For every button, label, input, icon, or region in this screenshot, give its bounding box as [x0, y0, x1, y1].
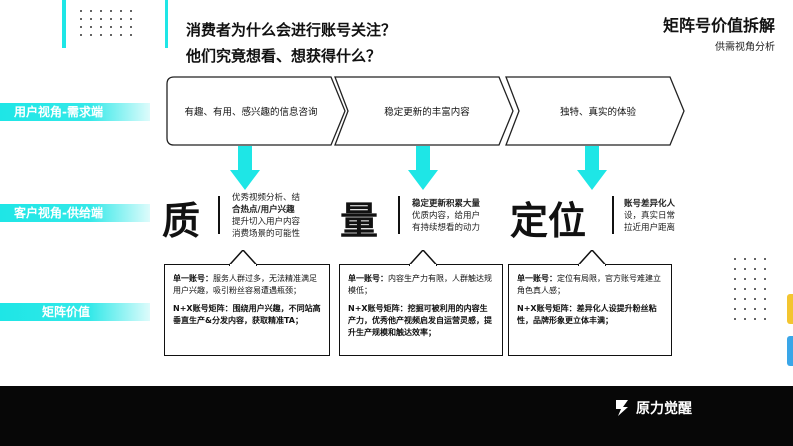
footer-bar	[0, 386, 793, 446]
divider-line	[398, 196, 400, 234]
dot-grid-footer	[746, 382, 778, 384]
demand-band	[0, 103, 150, 121]
question-line-2: 他们究竟想看、想获得什么？	[186, 47, 382, 65]
supply-char-quality: 质	[162, 199, 201, 243]
demand-step-3-label: 独特、真实的体验	[559, 107, 636, 118]
value-row-label: 矩阵价值	[42, 305, 91, 319]
brand-logo: 原力觉醒	[614, 398, 692, 418]
supply-desc-quality: 优秀视频分析、结 合热点/用户兴趣 提升切入用户内容 消费场景的可能性	[232, 192, 312, 240]
accent-bar-left	[165, 0, 168, 48]
desc-line: 设，真实日常	[624, 211, 676, 221]
supply-row-label: 客户视角-供给端	[14, 206, 103, 220]
question-line-1: 消费者为什么会进行账号关注？	[186, 21, 397, 39]
side-tab-blue	[787, 336, 793, 366]
value-matrix: N+X账号矩阵：围绕用户兴趣，不同站高垂直生产&分发内容，获取精准TA；	[173, 303, 321, 327]
page-subtitle: 供需视角分析	[715, 42, 775, 53]
desc-line: 稳定更新积累大量	[412, 199, 481, 209]
single-account-label: 单一账号：	[348, 274, 388, 283]
matrix-account-text: 挖掘可被利用的内容生产力，优秀他产视频启发自运营灵感，提升生产规模和触达效率；	[348, 304, 492, 337]
supply-char-quantity: 量	[340, 199, 379, 243]
bolt-logo-icon	[616, 400, 628, 416]
value-single: 单一账号：服务人群过多，无法精准满足用户兴趣，吸引粉丝容易遭遇瓶颈；	[173, 273, 321, 297]
value-box-quality: 单一账号：服务人群过多，无法精准满足用户兴趣，吸引粉丝容易遭遇瓶颈； N+X账号…	[164, 264, 330, 356]
notch-pointer	[578, 250, 606, 266]
desc-line: 提升切入用户内容	[232, 217, 301, 227]
chevron-shape	[505, 76, 685, 146]
matrix-account-text: 围绕用户兴趣，不同站高垂直生产&分发内容，获取精准TA；	[173, 304, 321, 325]
matrix-account-label: N+X账号矩阵：	[348, 304, 408, 313]
side-tab-yellow	[787, 294, 793, 324]
desc-line: 优秀视频分析、结	[232, 193, 301, 203]
supply-desc-quantity: 稳定更新积累大量 优质内容，给用户 有持续想看的动力	[412, 198, 498, 234]
supply-band	[0, 204, 150, 222]
dot-grid-right	[734, 258, 766, 320]
desc-line: 优质内容，给用户	[412, 211, 481, 221]
demand-step-3: 独特、真实的体验	[505, 76, 685, 146]
notch-pointer	[409, 250, 437, 266]
value-band	[0, 303, 150, 321]
single-account-label: 单一账号：	[517, 274, 557, 283]
supply-desc-positioning: 账号差异化人 设，真实日常 拉近用户距离	[624, 198, 688, 234]
value-single: 单一账号：定位有局限，官方账号难建立角色真人感；	[517, 273, 663, 297]
desc-line: 账号差异化人	[624, 199, 676, 209]
supply-char-positioning: 定位	[510, 199, 587, 243]
single-account-label: 单一账号：	[173, 274, 213, 283]
chevron-shape	[166, 76, 346, 146]
matrix-account-text: 差异化人设提升粉丝粘性，品牌形象更立体丰满；	[517, 304, 657, 325]
matrix-account-label: N+X账号矩阵：	[517, 304, 577, 313]
demand-step-1-label: 有趣、有用、感兴趣的信息咨询	[184, 107, 318, 118]
desc-line: 合热点/用户兴趣	[232, 205, 295, 215]
page-title: 矩阵号价值拆解	[662, 16, 775, 35]
notch-pointer	[229, 250, 257, 266]
demand-row-label: 用户视角-需求端	[14, 105, 103, 119]
brand-logo-text: 原力觉醒	[636, 401, 692, 417]
matrix-account-label: N+X账号矩阵：	[173, 304, 233, 313]
down-arrow-icon	[408, 146, 438, 190]
accent-bar-top-left	[62, 0, 66, 48]
divider-line	[612, 196, 614, 234]
value-matrix: N+X账号矩阵：差异化人设提升粉丝粘性，品牌形象更立体丰满；	[517, 303, 663, 327]
divider-line	[218, 196, 220, 234]
demand-step-2: 稳定更新的丰富内容	[334, 76, 514, 146]
chevron-shape	[334, 76, 514, 146]
demand-step-2-label: 稳定更新的丰富内容	[384, 107, 470, 118]
down-arrow-icon	[577, 146, 607, 190]
value-box-positioning: 单一账号：定位有局限，官方账号难建立角色真人感； N+X账号矩阵：差异化人设提升…	[508, 264, 672, 356]
desc-line: 消费场景的可能性	[232, 229, 301, 239]
single-account-text: 定位有局限，官方账号难建立角色真人感；	[517, 274, 661, 295]
desc-line: 有持续想看的动力	[412, 223, 481, 233]
value-single: 单一账号：内容生产力有限，人群触达规模低；	[348, 273, 494, 297]
demand-step-1: 有趣、有用、感兴趣的信息咨询	[166, 76, 346, 146]
value-matrix: N+X账号矩阵：挖掘可被利用的内容生产力，优秀他产视频启发自运营灵感，提升生产规…	[348, 303, 494, 339]
desc-line: 拉近用户距离	[624, 223, 676, 233]
dot-grid-top-left	[80, 10, 132, 36]
single-account-text: 服务人群过多，无法精准满足用户兴趣，吸引粉丝容易遭遇瓶颈；	[173, 274, 317, 295]
value-box-quantity: 单一账号：内容生产力有限，人群触达规模低； N+X账号矩阵：挖掘可被利用的内容生…	[339, 264, 503, 356]
single-account-text: 内容生产力有限，人群触达规模低；	[348, 274, 492, 295]
down-arrow-icon	[230, 146, 260, 190]
